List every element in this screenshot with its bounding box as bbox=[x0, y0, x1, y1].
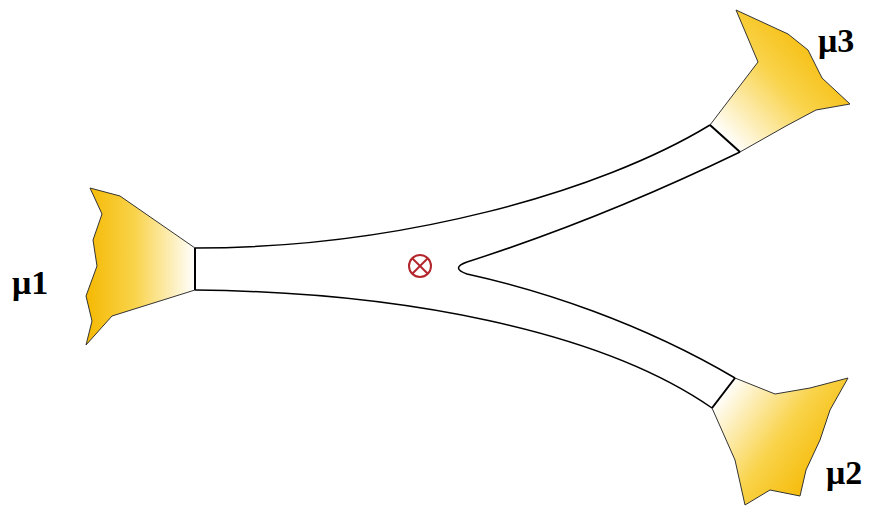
reservoir bbox=[86, 188, 195, 345]
magnetic-field-symbol bbox=[409, 255, 431, 277]
terminal-label: μ1 bbox=[12, 266, 48, 300]
conductor-body bbox=[195, 125, 740, 408]
terminal-label: μ3 bbox=[818, 24, 854, 58]
contact-line bbox=[194, 248, 196, 290]
contact-line bbox=[712, 378, 735, 408]
conductor-edge bbox=[195, 290, 712, 408]
contact-line bbox=[710, 125, 740, 152]
conductor-edge bbox=[195, 125, 710, 248]
terminal-label: μ2 bbox=[826, 456, 862, 490]
conductor-edge bbox=[459, 152, 741, 378]
